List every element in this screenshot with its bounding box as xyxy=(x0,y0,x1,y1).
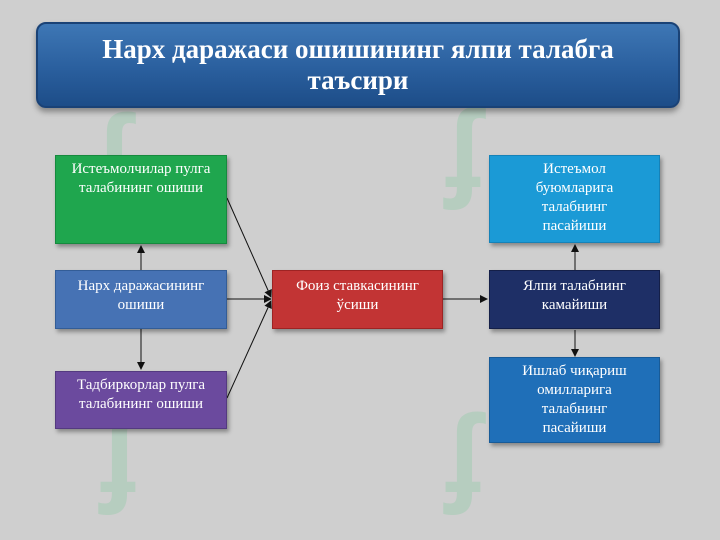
node-consumer-money-demand-label: Истеъмолчилар пулга талабининг ошиши xyxy=(71,161,211,196)
node-production-factors-demand-label: Ишлаб чиқариш омилларига талабнинг пасай… xyxy=(522,363,627,436)
slide-title-text: Нарх даражаси ошишининг ялпи талабга таъ… xyxy=(102,34,614,95)
slide-title: Нарх даражаси ошишининг ялпи талабга таъ… xyxy=(36,22,680,108)
node-price-level-rise: Нарх даражасининг ошиши xyxy=(55,270,227,329)
node-interest-rate-growth-label: Фоиз ставкасининг ўсиши xyxy=(296,278,419,313)
node-price-level-rise-label: Нарх даражасининг ошиши xyxy=(77,278,205,313)
arrow-entrepreneur-to-rate xyxy=(226,300,272,399)
node-aggregate-demand-fall-label: Ялпи талабнинг камайиши xyxy=(523,278,626,313)
node-consumer-goods-demand-label: Истеъмол буюмларига талабнинг пасайиши xyxy=(535,161,614,234)
node-consumer-goods-demand: Истеъмол буюмларига талабнинг пасайиши xyxy=(489,155,660,243)
arrow-consumer-to-rate xyxy=(226,197,272,298)
node-consumer-money-demand: Истеъмолчилар пулга талабининг ошиши xyxy=(55,155,227,244)
node-interest-rate-growth: Фоиз ставкасининг ўсиши xyxy=(272,270,443,329)
node-aggregate-demand-fall: Ялпи талабнинг камайиши xyxy=(489,270,660,329)
node-entrepreneur-money-demand-label: Тадбиркорлар пулга талабининг ошиши xyxy=(76,377,206,412)
node-entrepreneur-money-demand: Тадбиркорлар пулга талабининг ошиши xyxy=(55,371,227,429)
node-production-factors-demand: Ишлаб чиқариш омилларига талабнинг пасай… xyxy=(489,357,660,443)
